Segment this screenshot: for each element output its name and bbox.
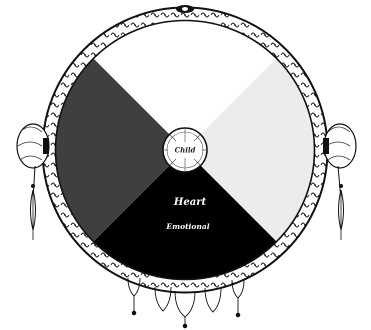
center-label: Child [175,146,196,155]
left-feather-icon [17,124,49,240]
south-quadrant-sublabel: Emotional [165,222,209,231]
right-feather-icon [323,124,356,240]
south-quadrant-label: Heart [173,197,207,208]
top-knot-icon [176,5,194,13]
center-medallion: Child [163,128,207,172]
